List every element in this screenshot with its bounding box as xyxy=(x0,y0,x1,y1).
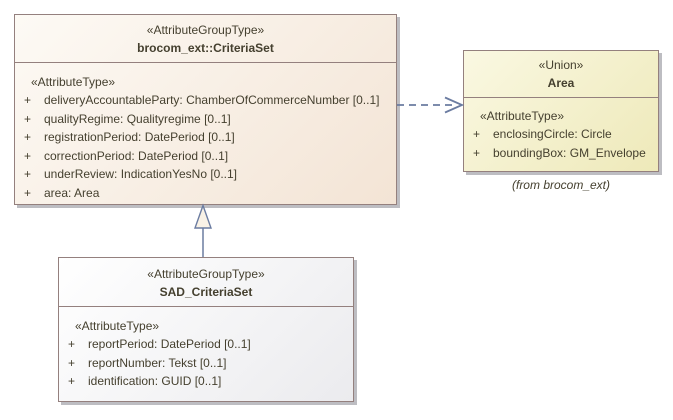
attribute-row: + reportNumber: Tekst [0..1] xyxy=(59,354,353,373)
attribute-text: area: Area xyxy=(44,185,100,200)
attribute-text: registrationPeriod: DatePeriod [0..1] xyxy=(44,130,235,144)
attribute-text: deliveryAccountableParty: ChamberOfComme… xyxy=(44,93,380,107)
visibility-marker: + xyxy=(24,93,32,107)
attribute-text: correctionPeriod: DatePeriod [0..1] xyxy=(44,148,229,163)
visibility-marker: + xyxy=(473,145,481,160)
sad-name: SAD_CriteriaSet xyxy=(159,285,253,299)
generalization-triangle-icon xyxy=(194,203,212,229)
class-area[interactable]: «Union» Area «AttributeType» + enclosing… xyxy=(463,50,659,172)
sad-stereotype: «AttributeGroupType» xyxy=(147,267,265,281)
attribute-row: + reportPeriod: DatePeriod [0..1] xyxy=(59,335,353,354)
attribute-row: + correctionPeriod: DatePeriod [0..1] xyxy=(15,147,396,166)
attribute-row: + boundingBox: GM_Envelope xyxy=(464,144,658,163)
attribute-row: + area: Area xyxy=(15,184,396,203)
area-package-caption: (from brocom_ext) xyxy=(511,178,611,192)
area-attribute-compartment: «AttributeType» + enclosingCircle: Circl… xyxy=(464,98,658,163)
area-section-label: «AttributeType» xyxy=(480,108,565,123)
attribute-row: + deliveryAccountableParty: ChamberOfCom… xyxy=(15,91,396,110)
area-header: «Union» Area xyxy=(464,51,658,98)
area-name: Area xyxy=(547,76,575,90)
class-sad-criteriaset[interactable]: «AttributeGroupType» SAD_CriteriaSet «At… xyxy=(58,257,354,402)
visibility-marker: + xyxy=(24,185,32,200)
attribute-row: + identification: GUID [0..1] xyxy=(59,372,353,391)
criteriaset-stereotype: «AttributeGroupType» xyxy=(146,23,265,37)
attribute-text: identification: GUID [0..1] xyxy=(88,374,222,388)
attribute-row: + registrationPeriod: DatePeriod [0..1] xyxy=(15,128,396,147)
attribute-text: qualityRegime: Qualityregime [0..1] xyxy=(44,111,231,126)
criteriaset-header: «AttributeGroupType» brocom_ext::Criteri… xyxy=(15,15,396,63)
attribute-text: reportNumber: Tekst [0..1] xyxy=(88,355,227,370)
generalization-connector[interactable] xyxy=(193,203,213,258)
visibility-marker: + xyxy=(68,337,76,351)
visibility-marker: + xyxy=(24,111,32,126)
sad-header: «AttributeGroupType» SAD_CriteriaSet xyxy=(59,258,353,307)
visibility-marker: + xyxy=(24,130,32,144)
attribute-text: boundingBox: GM_Envelope xyxy=(493,145,646,160)
class-brocom-ext-criteriaset[interactable]: «AttributeGroupType» brocom_ext::Criteri… xyxy=(14,14,397,205)
attribute-row: + enclosingCircle: Circle xyxy=(464,125,658,144)
criteriaset-attribute-compartment: «AttributeType» + deliveryAccountablePar… xyxy=(15,63,396,203)
attribute-row: + underReview: IndicationYesNo [0..1] xyxy=(15,165,396,184)
attribute-text: enclosingCircle: Circle xyxy=(493,127,612,141)
attribute-row: + qualityRegime: Qualityregime [0..1] xyxy=(15,110,396,129)
visibility-marker: + xyxy=(24,167,32,181)
area-stereotype: «Union» xyxy=(538,58,584,72)
visibility-marker: + xyxy=(473,127,481,141)
sad-section-label: «AttributeType» xyxy=(75,318,160,333)
criteriaset-section-label: «AttributeType» xyxy=(31,74,116,89)
visibility-marker: + xyxy=(68,355,76,370)
dependency-connector[interactable] xyxy=(397,95,465,115)
attribute-text: reportPeriod: DatePeriod [0..1] xyxy=(88,337,251,351)
criteriaset-name: brocom_ext::CriteriaSet xyxy=(137,41,274,55)
visibility-marker: + xyxy=(24,148,32,163)
sad-attribute-compartment: «AttributeType» + reportPeriod: DatePeri… xyxy=(59,307,353,391)
visibility-marker: + xyxy=(68,374,76,388)
open-arrowhead-icon xyxy=(444,96,465,114)
attribute-text: underReview: IndicationYesNo [0..1] xyxy=(44,167,238,181)
